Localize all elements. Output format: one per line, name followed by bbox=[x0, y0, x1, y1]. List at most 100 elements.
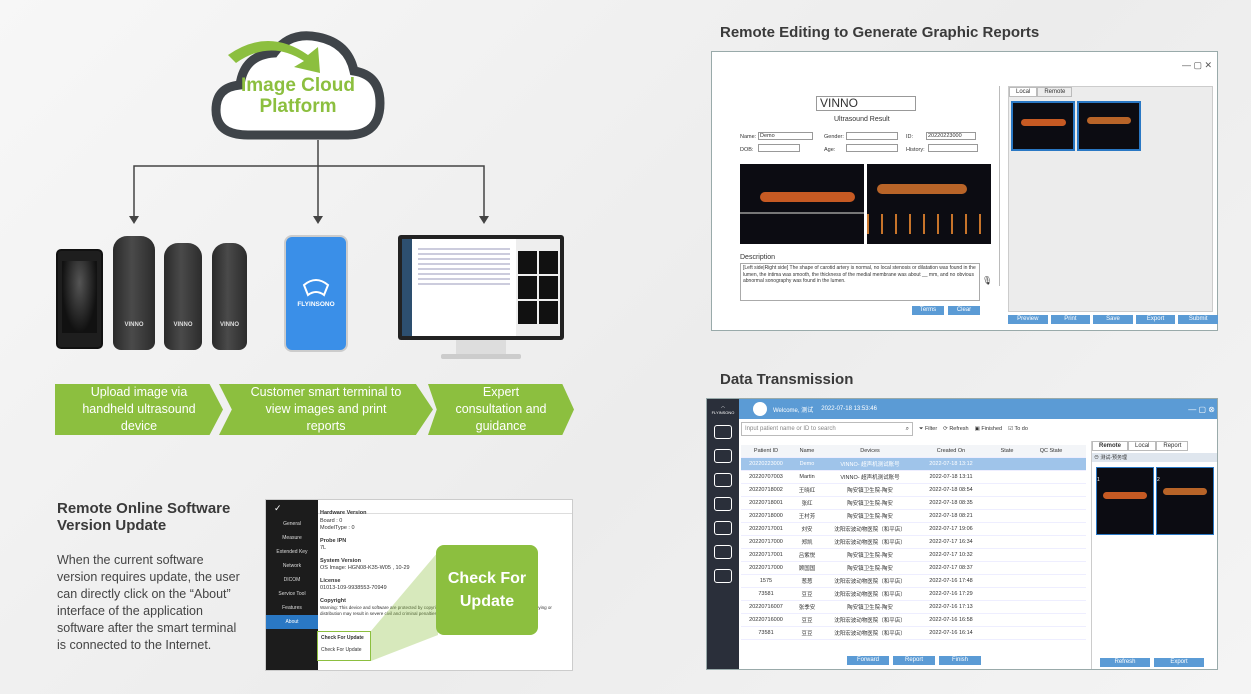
report-btn-0[interactable]: Preview bbox=[1008, 315, 1048, 324]
report-btn-4[interactable]: Submit bbox=[1178, 315, 1218, 324]
settings-menu-2[interactable]: Extended Key bbox=[276, 549, 308, 555]
flow-step-expert: Expert consultation and guidance bbox=[428, 384, 574, 435]
table-cell: 73581 bbox=[758, 591, 774, 597]
dob-field[interactable] bbox=[758, 144, 800, 152]
doctor-icon[interactable] bbox=[714, 545, 732, 559]
settings-menu-1[interactable]: Measure bbox=[282, 535, 302, 541]
settings-menu-0[interactable]: General bbox=[283, 521, 301, 527]
patients-icon[interactable] bbox=[714, 449, 732, 463]
bottom-btn-2[interactable]: Finish bbox=[939, 656, 981, 665]
description-title: Description bbox=[740, 254, 776, 261]
terms-button[interactable]: Terms bbox=[912, 306, 944, 315]
dt-thumb-1[interactable]: 1 bbox=[1096, 467, 1154, 535]
table-cell: 陶安镇卫生院-陶安 bbox=[847, 566, 893, 572]
stethoscope-icon[interactable] bbox=[714, 497, 732, 511]
refresh-button[interactable]: ⟳ Refresh bbox=[943, 426, 969, 432]
filter-button[interactable]: ⏷ Filter bbox=[919, 426, 938, 432]
probe-ipn-value: 7L bbox=[320, 545, 327, 551]
table-cell: 1575 bbox=[759, 578, 773, 584]
check-update-callout[interactable]: Check For Update bbox=[436, 545, 538, 635]
clear-button[interactable]: Clear bbox=[948, 306, 980, 315]
table-cell: 2022-07-17 19:06 bbox=[929, 526, 973, 532]
table-cell: 2022-07-16 16:58 bbox=[929, 617, 973, 623]
age-field[interactable] bbox=[846, 144, 898, 152]
table-cell: 张季安 bbox=[798, 605, 816, 611]
report-btn-1[interactable]: Print bbox=[1050, 315, 1091, 324]
col-header[interactable]: Created On bbox=[936, 448, 966, 454]
microphone-icon[interactable]: 🎙 bbox=[982, 276, 993, 285]
dt-thumb-2[interactable]: 2 bbox=[1156, 467, 1214, 535]
image-icon[interactable] bbox=[714, 521, 732, 535]
tab-remote[interactable]: Remote bbox=[1037, 87, 1073, 97]
right-btn-0[interactable]: Refresh bbox=[1100, 658, 1150, 667]
check-update-box[interactable]: Check For Update Check For Update bbox=[317, 631, 371, 661]
settings-menu-7[interactable]: About bbox=[266, 615, 318, 629]
table-cell: 20220716000 bbox=[749, 617, 783, 623]
col-header[interactable]: Devices bbox=[860, 448, 880, 454]
table-cell: 20220718000 bbox=[749, 513, 783, 519]
gender-select[interactable] bbox=[846, 132, 898, 140]
search-input[interactable]: Input patient name or ID to search⌕ bbox=[741, 422, 913, 436]
history-field[interactable] bbox=[928, 144, 978, 152]
finished-checkbox[interactable]: ▣ Finished bbox=[974, 426, 1003, 432]
id-field[interactable]: 20220223000 bbox=[926, 132, 976, 140]
search-icon[interactable]: ⌕ bbox=[905, 426, 909, 432]
settings-menu-6[interactable]: Features bbox=[282, 605, 302, 611]
tab-local[interactable]: Local bbox=[1009, 87, 1038, 97]
name-field[interactable]: Demo bbox=[758, 132, 813, 140]
right-btn-1[interactable]: Export bbox=[1154, 658, 1204, 667]
table-cell: 刘安 bbox=[801, 527, 813, 533]
description-textarea[interactable]: [Left side|Right side] The shape of caro… bbox=[740, 263, 980, 301]
window-controls-2[interactable]: — ▢ ⊗ bbox=[1188, 404, 1215, 414]
home-icon[interactable] bbox=[714, 425, 732, 439]
settings-menu-5[interactable]: Service Tool bbox=[278, 591, 306, 597]
tree-item[interactable]: ⊖ 测试-预务理 bbox=[1092, 453, 1217, 462]
avatar[interactable] bbox=[753, 402, 767, 416]
col-header[interactable]: QC State bbox=[1039, 448, 1063, 454]
table-cell: 2022-07-18 13:12 bbox=[929, 461, 973, 467]
chat-icon[interactable] bbox=[714, 473, 732, 487]
thumb-1[interactable] bbox=[1011, 101, 1075, 151]
table-cell: 20220718001 bbox=[749, 500, 783, 506]
settings-menu-4[interactable]: DICOM bbox=[283, 577, 301, 583]
thumb-2[interactable] bbox=[1077, 101, 1141, 151]
col-header[interactable]: Name bbox=[799, 448, 815, 454]
kit-icon[interactable] bbox=[714, 569, 732, 583]
todo-checkbox[interactable]: ☑ To do bbox=[1008, 426, 1028, 432]
window-controls[interactable]: — ▢ ✕ bbox=[1181, 60, 1212, 70]
bottom-btn-0[interactable]: Forward bbox=[847, 656, 889, 665]
report-image-1[interactable] bbox=[740, 164, 864, 244]
table-cell: 豆豆 bbox=[801, 631, 813, 637]
table-cell: 2022-07-18 13:11 bbox=[929, 474, 973, 480]
right-tab-0[interactable]: Remote bbox=[1092, 441, 1129, 451]
update-description: When the current software version requir… bbox=[57, 553, 240, 652]
report-btn-2[interactable]: Save bbox=[1093, 315, 1133, 324]
connector-arrows bbox=[129, 140, 489, 224]
report-btn-3[interactable]: Export bbox=[1135, 315, 1176, 324]
table-cell: 陶安镇卫生院-陶安 bbox=[847, 488, 893, 494]
app-logo-icon: ◠FLYINSONO bbox=[711, 405, 735, 415]
col-header[interactable]: State bbox=[1000, 448, 1014, 454]
col-header[interactable]: Patient ID bbox=[753, 448, 779, 454]
report-image-2[interactable] bbox=[867, 164, 991, 244]
right-tab-2[interactable]: Report bbox=[1156, 441, 1189, 451]
remote-edit-window: — ▢ ✕ VINNO Ultrasound Result Name: Demo… bbox=[711, 51, 1218, 331]
right-tab-1[interactable]: Local bbox=[1128, 441, 1157, 451]
sysver-label: System Version bbox=[320, 557, 361, 564]
bottom-btn-1[interactable]: Report bbox=[893, 656, 935, 665]
settings-menu-3[interactable]: Network bbox=[282, 563, 302, 569]
